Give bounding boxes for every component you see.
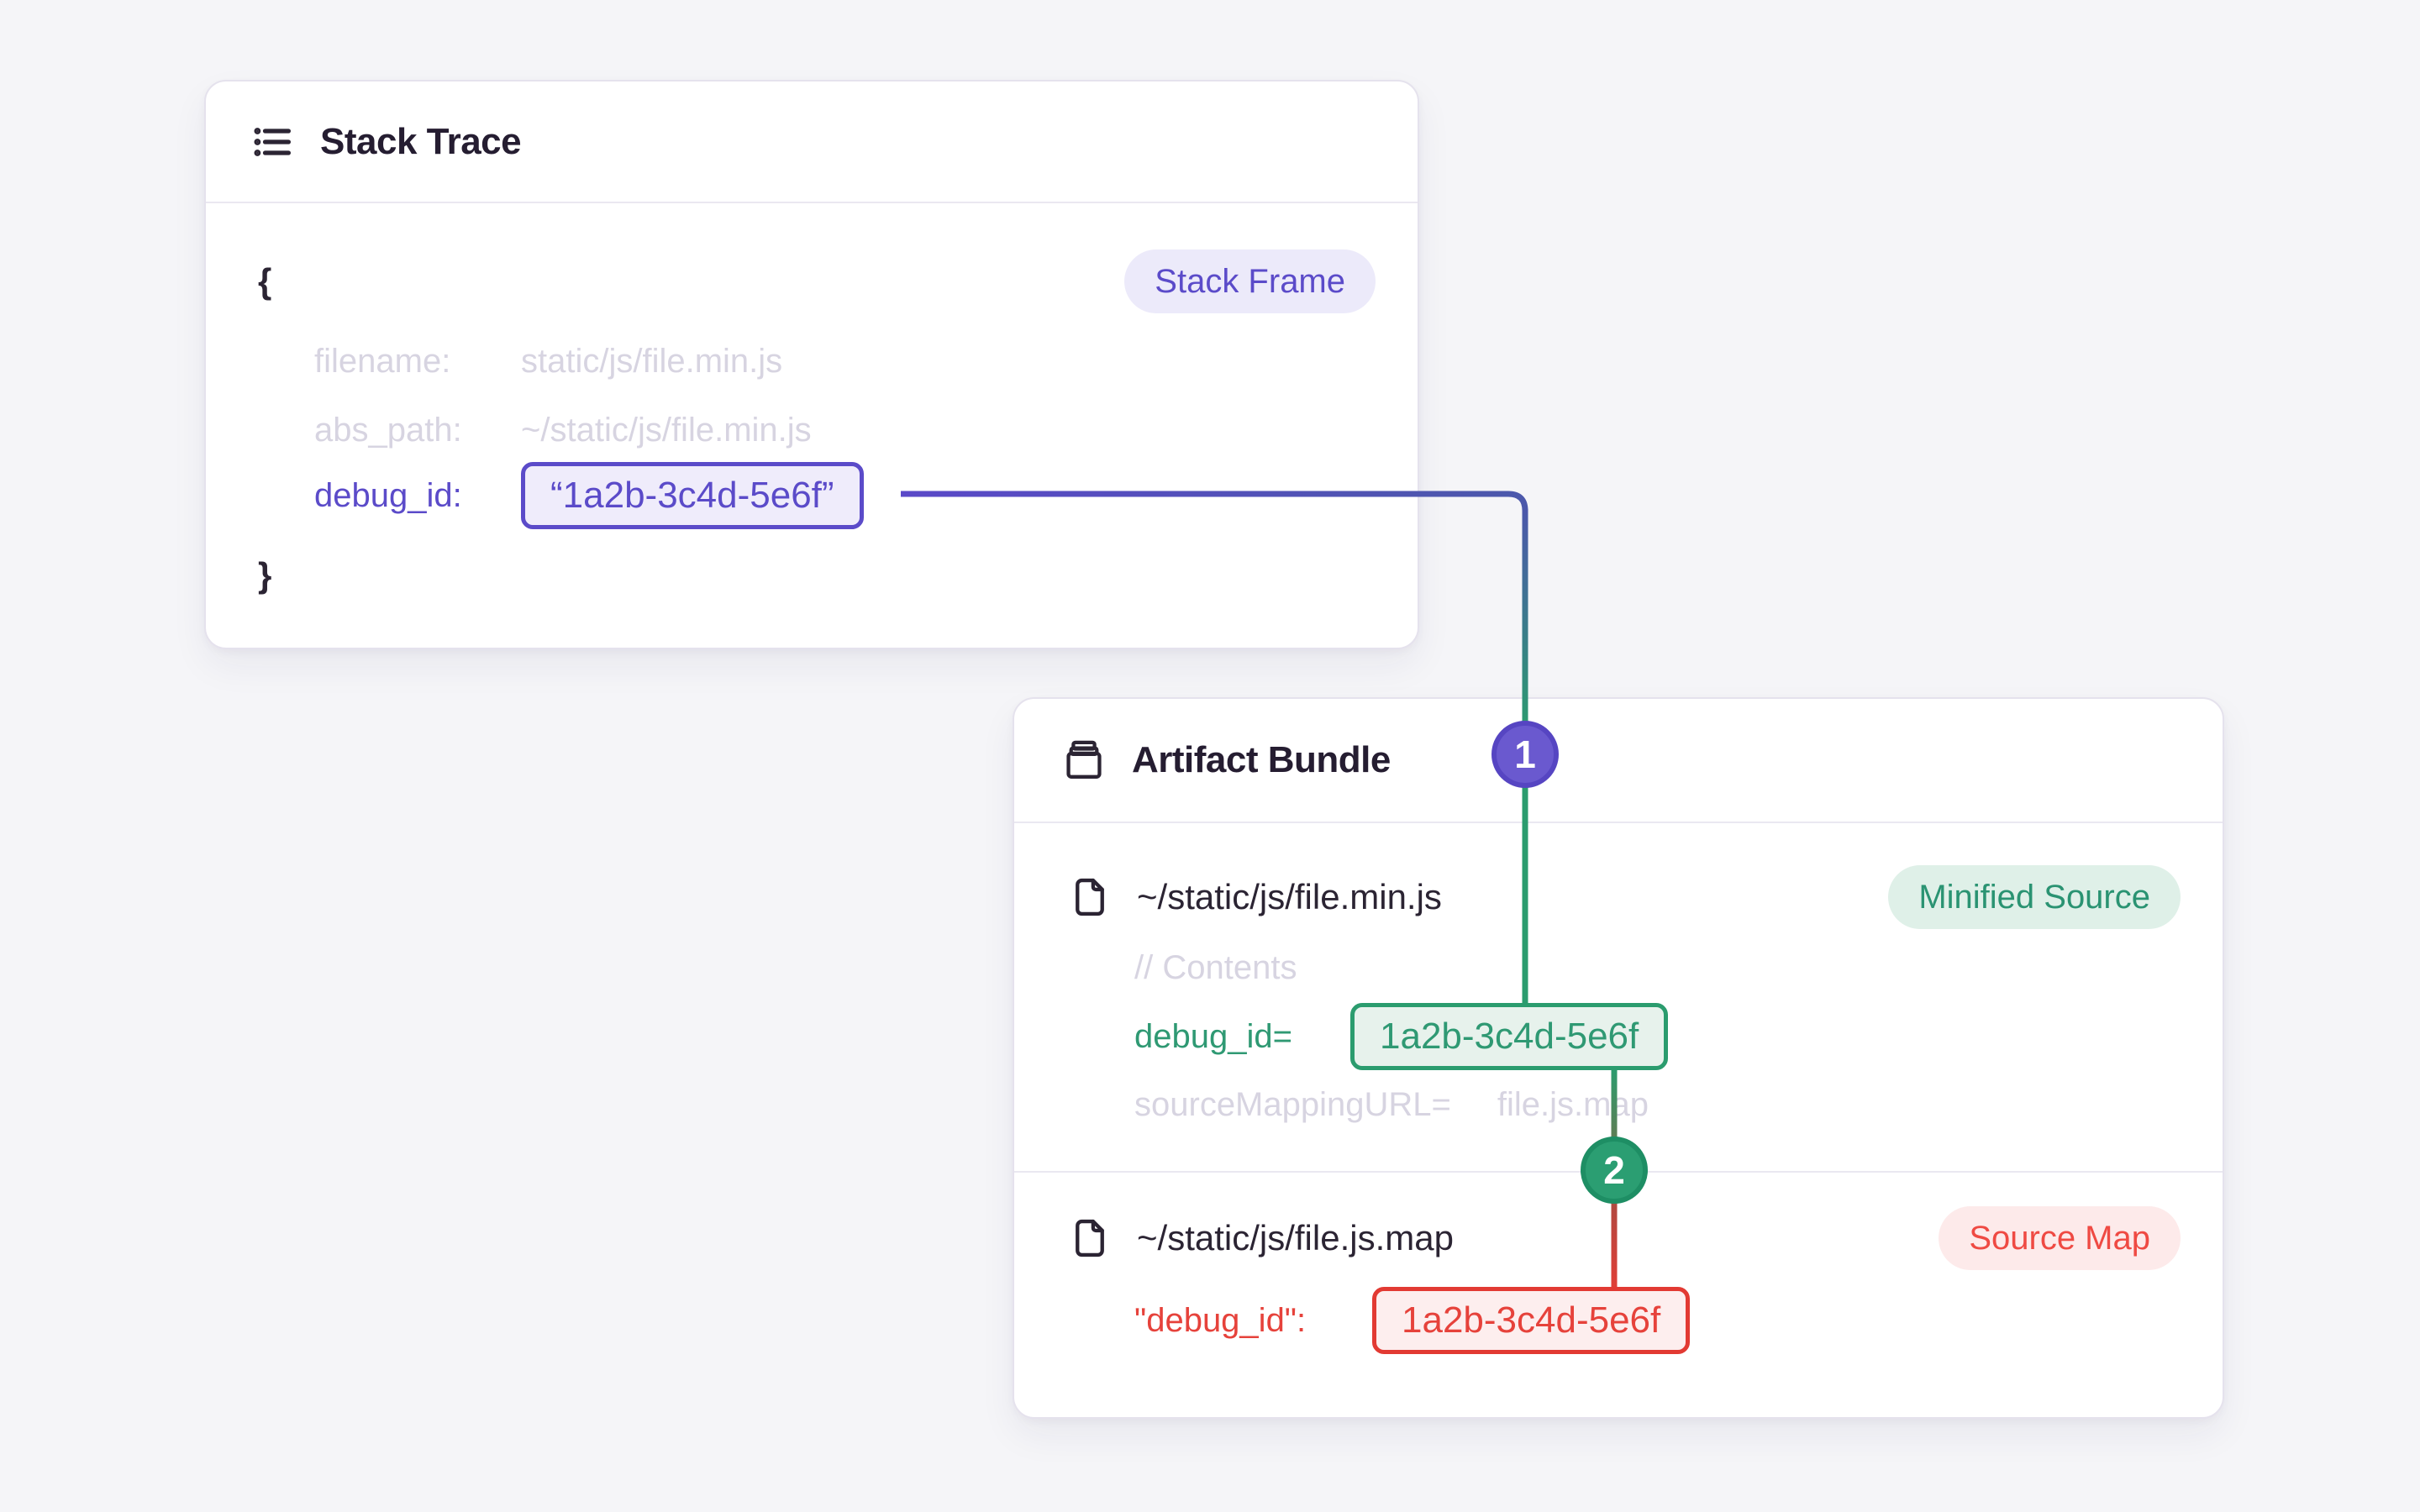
sourcemap-file-name: ~/static/js/file.js.map bbox=[1137, 1218, 1454, 1257]
archive-bundle-icon bbox=[1061, 738, 1107, 783]
abs-path-value: ~/static/js/file.min.js bbox=[521, 411, 812, 449]
bundle-debug-id-row: debug_id= 1a2b-3c4d-5e6f bbox=[1134, 1003, 1669, 1070]
bundle-debug-id-box: 1a2b-3c4d-5e6f bbox=[1350, 1003, 1669, 1070]
minified-file-row: ~/static/js/file.min.js bbox=[1068, 864, 1442, 931]
source-mapping-url-value: file.js.map bbox=[1497, 1085, 1649, 1123]
abs-path-label: abs_path: bbox=[314, 411, 462, 449]
source-mapping-url-label: sourceMappingURL= bbox=[1134, 1085, 1451, 1123]
bundle-debug-id-label: debug_id= bbox=[1134, 1017, 1292, 1055]
stack-frame-filename-row: filename: static/js/file.min.js bbox=[314, 328, 782, 395]
stack-frame-debug-id-row: debug_id: “1a2b-3c4d-5e6f” bbox=[314, 462, 864, 529]
stack-trace-card-header: Stack Trace bbox=[206, 81, 1418, 203]
stack-frame-abs-path-row: abs_path: ~/static/js/file.min.js bbox=[314, 396, 812, 464]
step-1-marker: 1 bbox=[1491, 721, 1559, 788]
minified-file-name: ~/static/js/file.min.js bbox=[1137, 877, 1442, 916]
debug-id-label: debug_id: bbox=[314, 476, 462, 514]
sourcemap-debug-id-box: 1a2b-3c4d-5e6f bbox=[1372, 1287, 1691, 1354]
stack-trace-card: Stack Trace { Stack Frame filename: stat… bbox=[204, 80, 1419, 649]
sourcemap-file-row: ~/static/js/file.js.map bbox=[1068, 1205, 1454, 1272]
stack-frame-debug-id-box: “1a2b-3c4d-5e6f” bbox=[521, 462, 864, 529]
stack-trace-title: Stack Trace bbox=[320, 120, 522, 162]
stack-frame-open-brace: { bbox=[258, 261, 272, 301]
minified-source-badge: Minified Source bbox=[1888, 865, 2181, 929]
stack-frame-badge: Stack Frame bbox=[1124, 249, 1376, 313]
filename-value: static/js/file.min.js bbox=[521, 342, 783, 380]
contents-comment-row: // Contents bbox=[1134, 948, 1297, 986]
sourcemap-debug-id-label: "debug_id": bbox=[1134, 1301, 1307, 1339]
artifact-bundle-card-header: Artifact Bundle bbox=[1014, 699, 2223, 823]
source-map-badge: Source Map bbox=[1939, 1206, 2181, 1270]
stack-frame-close-brace: } bbox=[258, 555, 272, 595]
filename-label: filename: bbox=[314, 342, 451, 380]
file-icon bbox=[1068, 1216, 1112, 1260]
file-icon bbox=[1068, 875, 1112, 919]
source-mapping-url-row: sourceMappingURL= file.js.map bbox=[1134, 1071, 1649, 1138]
artifact-bundle-card: Artifact Bundle ~/static/js/file.min.js … bbox=[1013, 697, 2224, 1419]
step-2-marker: 2 bbox=[1581, 1137, 1648, 1204]
list-icon bbox=[251, 120, 295, 164]
sourcemap-debug-id-row: "debug_id": 1a2b-3c4d-5e6f bbox=[1134, 1287, 1691, 1354]
artifact-bundle-title: Artifact Bundle bbox=[1132, 739, 1391, 780]
